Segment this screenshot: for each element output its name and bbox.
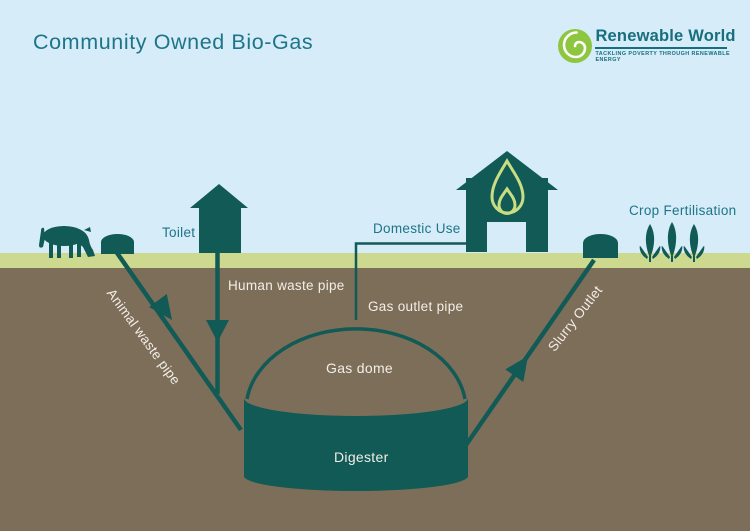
toilet-label: Toilet [162,225,196,240]
logo-tagline: TACKLING POVERTY THROUGH RENEWABLE ENERG… [595,51,731,64]
logo-name: Renewable World [595,27,736,45]
crop-fertilisation-label: Crop Fertilisation [629,203,737,218]
corn-plants-icon [639,222,705,262]
gas-outlet-pipe-label: Gas outlet pipe [368,299,464,314]
human-waste-arrow-icon [206,320,229,342]
pipes [113,242,596,447]
sky-background [0,0,750,253]
animal-waste-arrow-icon [149,294,172,320]
logo-divider [595,47,728,50]
animal-waste-pipe-line [113,248,243,432]
grass-strip [0,253,750,268]
toilet-icon [190,184,248,253]
digester-tank [244,398,468,491]
gas-dome-label: Gas dome [326,360,393,376]
digester-label: Digester [334,449,389,465]
slurry-arrow-icon [505,356,528,382]
corn-cob [639,224,661,262]
house-door [487,222,526,252]
flame-icon [490,158,525,215]
corn-cob [661,222,683,262]
logo-text: Renewable World TACKLING POVERTY THROUGH… [595,27,750,64]
animal-inlet-tank [101,234,134,254]
house-icon [456,151,558,252]
slurry-outlet-pipe-line [464,258,596,447]
renewable-world-logo-icon [558,29,592,63]
logo: Renewable World TACKLING POVERTY THROUGH… [556,27,750,64]
corn-cob [683,224,705,262]
gas-dome-outline [245,327,467,400]
cow-icon [39,226,95,258]
flow-arrows [149,294,528,382]
domestic-use-label: Domestic Use [373,221,461,236]
slurry-outlet-tank [583,234,618,258]
gas-outlet-pipe-line [354,242,466,320]
page-title: Community Owned Bio-Gas [33,30,314,54]
human-waste-pipe-label: Human waste pipe [228,278,345,293]
